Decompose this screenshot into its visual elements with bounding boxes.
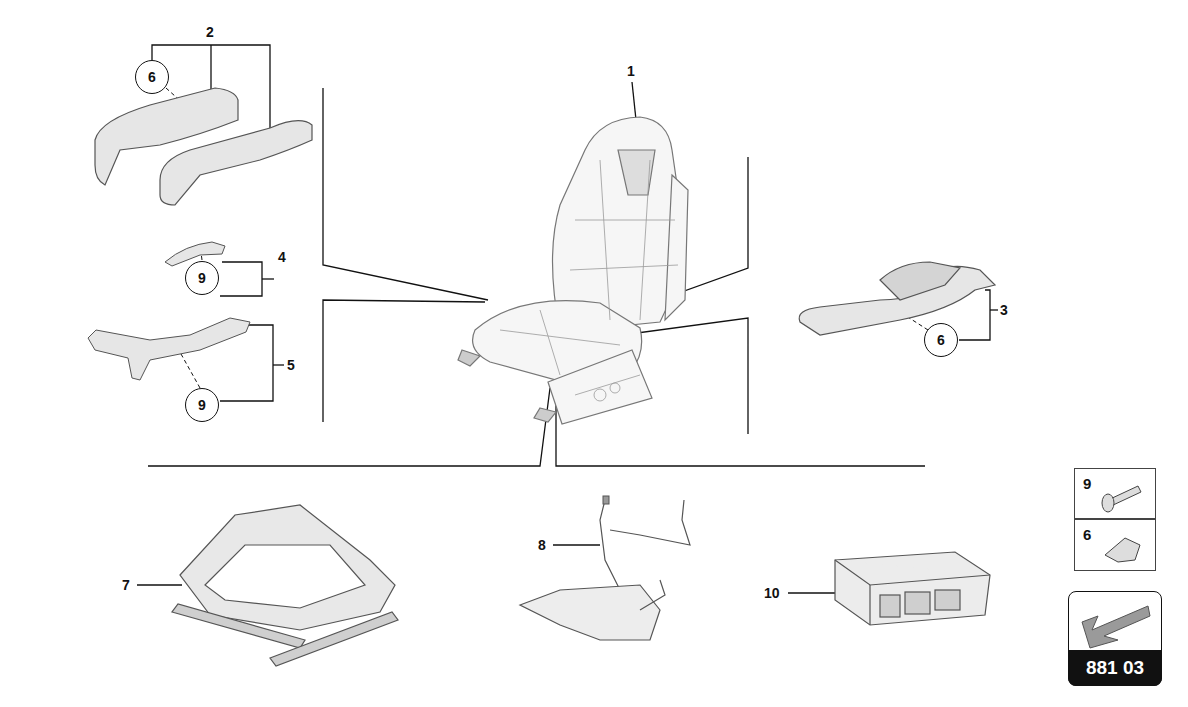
part-number: 3 (1000, 302, 1008, 318)
part-number: 8 (538, 537, 546, 553)
legend-cell: 9 (1074, 468, 1156, 519)
callout-number: 9 (1083, 475, 1091, 492)
part-number: 7 (122, 577, 130, 593)
callout-number: 6 (937, 332, 945, 348)
part-number: 1 (627, 63, 635, 79)
callout-number: 6 (1083, 526, 1091, 543)
callout-circle: 6 (135, 60, 169, 94)
reference-box: 881 03 (1068, 591, 1162, 686)
part-number: 10 (764, 585, 780, 601)
callout-circle: 9 (185, 261, 219, 295)
callout-circle: 6 (924, 323, 958, 357)
callout-circle: 9 (185, 388, 219, 422)
legend-cell: 6 (1074, 519, 1156, 571)
part-number: 2 (206, 24, 214, 40)
part-number: 4 (278, 249, 286, 265)
callout-number: 9 (198, 397, 206, 413)
callout-number: 6 (148, 69, 156, 85)
callout-number: 9 (198, 270, 206, 286)
part-number: 5 (287, 357, 295, 373)
callout-number: 881 03 (1068, 650, 1162, 686)
